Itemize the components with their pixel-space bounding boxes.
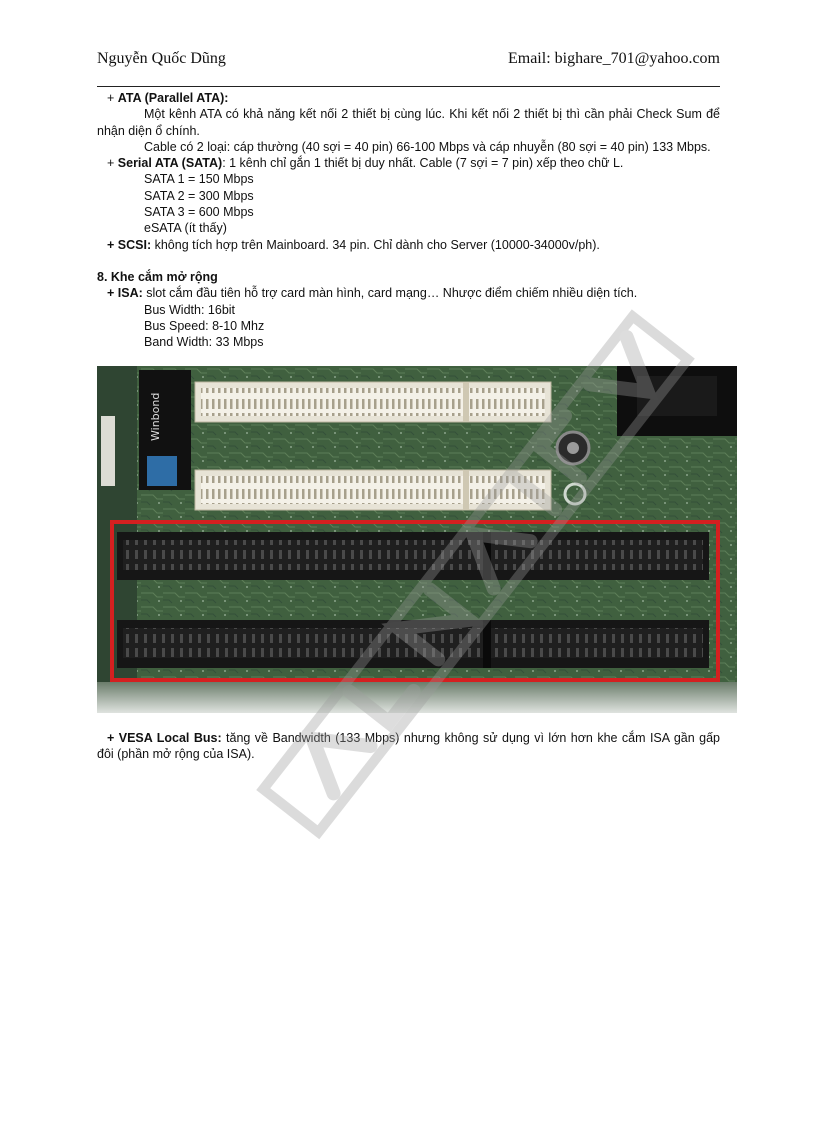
- sata-item: SATA 2 = 300 Mbps: [144, 188, 254, 203]
- isa-spec: Bus Width: 16bit: [144, 302, 236, 317]
- isa-spec: Bus Speed: 8-10 Mhz: [144, 318, 265, 333]
- motherboard-slots-photo: Winbond: [97, 366, 737, 713]
- header-author: Nguyễn Quốc Dũng: [97, 50, 226, 67]
- isa-line: + ISA: slot cắm đầu tiên hỗ trợ card màn…: [107, 286, 638, 301]
- scsi-line: + SCSI: không tích hợp trên Mainboard. 3…: [107, 237, 600, 252]
- sata-item: eSATA (ít thấy): [144, 221, 227, 236]
- vesa-paragraph: + VESA Local Bus: tăng về Bandwidth (133…: [97, 731, 720, 762]
- ata-paragraph-1: Một kênh ATA có khả năng kết nối 2 thiết…: [97, 107, 720, 138]
- chip-label: Winbond: [149, 393, 162, 441]
- document-body: + ATA (Parallel ATA): Một kênh ATA có kh…: [97, 90, 720, 350]
- isa-spec: Band Width: 33 Mbps: [144, 335, 264, 350]
- ata-heading: + ATA (Parallel ATA):: [107, 91, 229, 105]
- ata-paragraph-2: Cable có 2 loại: cáp thường (40 sợi = 40…: [144, 139, 711, 154]
- sata-line: + Serial ATA (SATA): 1 kênh chỉ gắn 1 th…: [107, 156, 624, 171]
- sata-item: SATA 1 = 150 Mbps: [144, 172, 254, 187]
- sata-item: SATA 3 = 600 Mbps: [144, 205, 254, 220]
- section-8-heading: 8. Khe cắm mở rộng: [97, 269, 218, 284]
- header-divider: [97, 86, 720, 87]
- header-email: Email: bighare_701@yahoo.com: [507, 50, 720, 67]
